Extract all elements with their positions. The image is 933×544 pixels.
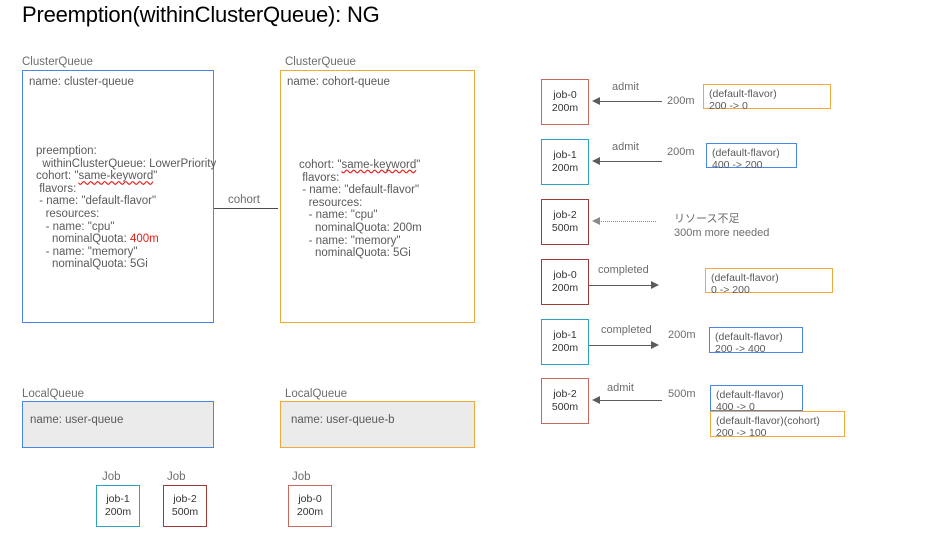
timeline-5-flavor-0-title: (default-flavor) [716, 389, 784, 401]
timeline-4-flavor-0-change: 200 -> 400 [715, 343, 766, 355]
timeline-1-quantity: 200m [667, 146, 695, 158]
timeline-5-arrow-head [592, 396, 600, 404]
timeline-5-flavor-box-0: (default-flavor)400 -> 0 [710, 385, 803, 413]
timeline-3-flavor-0-title: (default-flavor) [711, 272, 779, 284]
timeline-3-amount: 200m [551, 282, 579, 294]
bottom-job-1-caption: Job [167, 471, 186, 483]
clusterqueue-right-spec: cohort: "same-keyword" flavors: - name: … [299, 159, 422, 260]
timeline-3-edge-label: completed [598, 264, 649, 276]
bottom-job-2-amount: 200m [296, 506, 324, 518]
bottom-job-2-name: job-0 [298, 493, 322, 505]
cq0-nominal-quota-cpu: 400m [129, 233, 159, 246]
timeline-job-box-4[interactable]: job-1 200m [541, 319, 589, 365]
clusterqueue-left-name: name: cluster-queue [29, 76, 134, 88]
clusterqueue-right-caption: ClusterQueue [285, 56, 356, 68]
timeline-0-arrow-line [600, 101, 662, 103]
bottom-job-box-job-2[interactable]: job-2 500m [163, 485, 207, 527]
bottom-job-1-name: job-2 [173, 493, 197, 505]
timeline-2-arrow-head [592, 217, 600, 225]
timeline-job-box-1[interactable]: job-1 200m [541, 139, 589, 185]
timeline-0-job: job-0 [553, 89, 577, 101]
clusterqueue-left-spec: preemption: withinClusterQueue: LowerPri… [36, 145, 216, 271]
timeline-5-flavor-0-change: 400 -> 0 [716, 401, 755, 413]
timeline-5-flavor-box-1: (default-flavor)(cohort)200 -> 100 [710, 411, 845, 439]
timeline-job-box-2[interactable]: job-2 500m [541, 199, 589, 245]
timeline-0-flavor-box-0: (default-flavor)200 -> 0 [703, 84, 831, 112]
localqueue-left-caption: LocalQueue [22, 388, 85, 400]
timeline-5-job: job-2 [553, 388, 577, 400]
bottom-job-2-caption: Job [292, 471, 311, 483]
clusterqueue-right-name: name: cohort-queue [287, 76, 390, 88]
cq1-cohort-keyword: same-keyword [341, 159, 417, 171]
timeline-0-amount: 200m [551, 102, 579, 114]
bottom-job-0-name: job-1 [106, 493, 130, 505]
timeline-4-job: job-1 [553, 329, 577, 341]
timeline-0-edge-label: admit [612, 81, 639, 93]
timeline-5-amount: 500m [551, 401, 579, 413]
timeline-0-flavor-0-title: (default-flavor) [709, 88, 777, 100]
cohort-connector-label: cohort [228, 194, 260, 206]
bottom-job-1-amount: 500m [171, 506, 199, 518]
cq0-tail: - name: "memory" nominalQuota: 5Gi [45, 245, 148, 271]
timeline-3-arrow-line [589, 285, 651, 287]
timeline-1-job: job-1 [553, 149, 577, 161]
cq0-pre: preemption: withinClusterQueue: LowerPri… [36, 145, 217, 183]
timeline-4-arrow-head [651, 341, 659, 349]
timeline-2-arrow-line [601, 221, 656, 222]
timeline-5-edge-label: admit [607, 382, 634, 394]
timeline-1-arrow-line [600, 161, 662, 163]
timeline-0-flavor-0-change: 200 -> 0 [709, 100, 748, 112]
cq0-cohort-keyword: same-keyword [78, 170, 154, 183]
bottom-job-0-caption: Job [102, 471, 121, 483]
timeline-3-arrow-head [651, 281, 659, 289]
timeline-3-flavor-0-change: 0 -> 200 [711, 284, 750, 296]
timeline-5-flavor-1-title: (default-flavor)(cohort) [716, 415, 820, 427]
timeline-2-amount: 500m [551, 222, 579, 234]
timeline-4-arrow-line [589, 345, 651, 347]
timeline-job-box-3[interactable]: job-0 200m [541, 259, 589, 305]
localqueue-left-name: name: user-queue [30, 414, 124, 426]
timeline-1-arrow-head [592, 157, 600, 165]
page-title: Preemption(withinClusterQueue): NG [22, 2, 380, 27]
timeline-3-job: job-0 [553, 269, 577, 281]
timeline-0-arrow-head [592, 97, 600, 105]
timeline-2-job: job-2 [553, 209, 577, 221]
timeline-1-flavor-0-title: (default-flavor) [712, 147, 780, 159]
localqueue-right-name: name: user-queue-b [291, 414, 395, 426]
timeline-job-box-0[interactable]: job-0 200m [541, 79, 589, 125]
timeline-5-arrow-line [600, 400, 662, 402]
clusterqueue-left-box: name: cluster-queue preemption: withinCl… [22, 70, 216, 323]
localqueue-left-box: name: user-queue [22, 401, 214, 448]
timeline-job-box-5[interactable]: job-2 500m [541, 378, 589, 424]
cohort-connector-line [214, 208, 278, 210]
cq0-after: " flavors: - name: "default-flavor" reso… [39, 170, 158, 246]
timeline-4-flavor-box-0: (default-flavor)200 -> 400 [709, 327, 803, 355]
localqueue-right-box: name: user-queue-b [280, 401, 475, 448]
timeline-1-flavor-box-0: (default-flavor)400 -> 200 [706, 143, 797, 171]
timeline-1-edge-label: admit [612, 141, 639, 153]
timeline-0-quantity: 200m [667, 95, 695, 107]
localqueue-right-caption: LocalQueue [285, 388, 348, 400]
bottom-job-box-job-0[interactable]: job-0 200m [288, 485, 332, 527]
timeline-5-flavor-1-change: 200 -> 100 [716, 427, 767, 439]
timeline-2-note: リソース不足 300m more needed [674, 213, 770, 239]
bottom-job-0-amount: 200m [104, 506, 132, 518]
clusterqueue-left-caption: ClusterQueue [22, 56, 93, 68]
timeline-3-flavor-box-0: (default-flavor)0 -> 200 [705, 268, 833, 296]
timeline-4-edge-label: completed [601, 324, 652, 336]
timeline-1-amount: 200m [551, 162, 579, 174]
timeline-4-quantity: 200m [668, 329, 696, 341]
cq1-after: " flavors: - name: "default-flavor" reso… [302, 159, 422, 260]
cq1-pre: cohort: " [299, 159, 342, 171]
timeline-1-flavor-0-change: 400 -> 200 [712, 159, 763, 171]
clusterqueue-right-box: name: cohort-queue cohort: "same-keyword… [280, 70, 475, 323]
bottom-job-box-job-1[interactable]: job-1 200m [96, 485, 140, 527]
timeline-5-quantity: 500m [668, 388, 696, 400]
timeline-4-flavor-0-title: (default-flavor) [715, 331, 783, 343]
timeline-4-amount: 200m [551, 342, 579, 354]
